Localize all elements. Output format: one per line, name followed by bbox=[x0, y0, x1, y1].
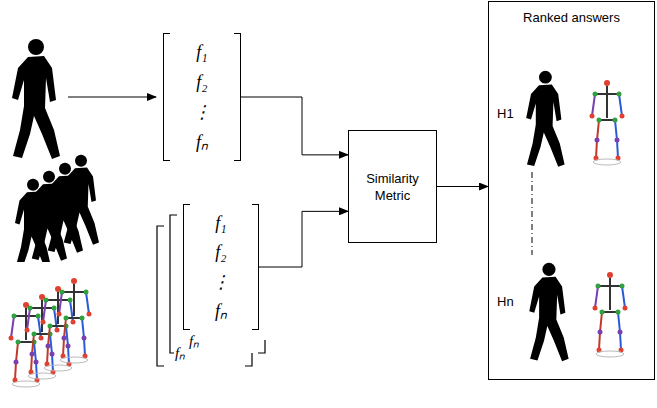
rank-label: H1 bbox=[497, 106, 514, 121]
feature-name: fₙ bbox=[188, 334, 200, 349]
rank-label: Hn bbox=[497, 294, 514, 309]
feature-name: f₂ bbox=[215, 241, 226, 263]
connector-arrow bbox=[241, 97, 348, 155]
feature-name: fₙ bbox=[215, 300, 227, 322]
feature-name: ⋮ bbox=[193, 101, 211, 123]
feature-vector: f₁ f₂ ⋮ fₙ bbox=[163, 33, 241, 161]
feature-vector: f₁ f₂ ⋮ fₙ bbox=[183, 204, 259, 330]
results-panel: Ranked answersH1Hn bbox=[488, 1, 655, 380]
feature-name: f₂ bbox=[196, 71, 207, 93]
bracket bbox=[163, 33, 170, 161]
bracket bbox=[183, 204, 190, 330]
bracket bbox=[252, 204, 259, 330]
process-box: Similarity Metric bbox=[348, 130, 437, 243]
connector-arrow bbox=[437, 186, 488, 187]
feature-name: f₁ bbox=[215, 212, 226, 234]
feature-name: fₙ bbox=[196, 131, 208, 153]
feature-name: f₁ bbox=[196, 41, 207, 63]
bracket bbox=[234, 33, 241, 161]
panel-heading: Ranked answers bbox=[489, 10, 654, 25]
feature-name: ⋮ bbox=[212, 271, 230, 293]
connector-arrow bbox=[259, 211, 348, 267]
box-label: Similarity Metric bbox=[355, 170, 430, 204]
feature-name: fₙ bbox=[174, 346, 186, 361]
